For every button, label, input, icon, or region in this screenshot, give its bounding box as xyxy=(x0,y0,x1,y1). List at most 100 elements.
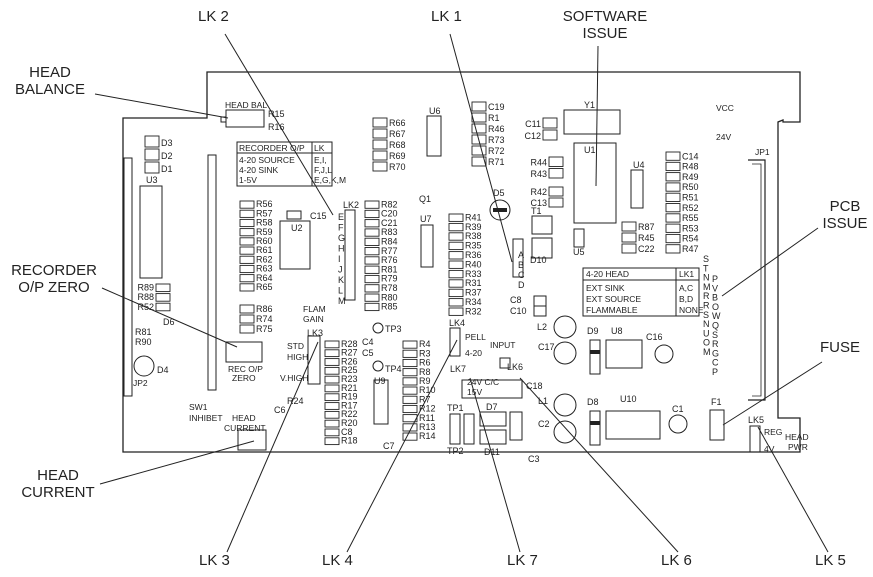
pcb-issue-letter-b-8: G xyxy=(712,348,719,358)
component-label-r4: R4 xyxy=(419,339,431,349)
u6-chip xyxy=(426,115,442,157)
component-label-r64: R64 xyxy=(256,273,273,283)
recorder-table-header-lk: LK xyxy=(314,143,325,153)
callout-head-current: HEAD CURRENT xyxy=(18,467,98,501)
u8-reg xyxy=(605,339,643,369)
label-c4: C4 xyxy=(362,337,374,347)
label-r15: R15 xyxy=(268,109,285,119)
component-r7 xyxy=(402,395,418,404)
label-gain: GAIN xyxy=(303,314,324,324)
component-label-r44: R44 xyxy=(530,158,547,168)
pcb-issue-letter-a-8: U xyxy=(703,328,710,338)
head-lk1-table: 4-20 HEAD LK1 EXT SINK A,C EXT SOURCE B,… xyxy=(582,267,704,317)
component-r32 xyxy=(448,307,464,316)
c2-cap xyxy=(553,420,577,444)
label-high: HIGH xyxy=(287,352,308,362)
label-reg: REG xyxy=(764,427,782,437)
component-r61 xyxy=(239,246,255,255)
component-r55 xyxy=(665,213,681,223)
component-r11 xyxy=(402,414,418,423)
component-r13 xyxy=(402,423,418,432)
u1-chip xyxy=(573,142,617,224)
component-label-r76: R76 xyxy=(381,255,398,265)
component-r56 xyxy=(239,200,255,209)
pcb-issue-letter-a-7: N xyxy=(703,319,710,329)
label-c8b: C8 xyxy=(510,295,522,305)
component-r43 xyxy=(548,168,564,179)
d4-led xyxy=(133,355,155,377)
component-label-r7: R7 xyxy=(419,394,431,404)
label-c1: C1 xyxy=(672,404,684,414)
component-label-d2: D2 xyxy=(161,151,173,161)
callout-recorder-zero-line2: O/P ZERO xyxy=(18,279,90,296)
component-r83 xyxy=(364,228,380,237)
component-label-r45: R45 xyxy=(638,233,655,243)
label-c3: C3 xyxy=(528,454,540,464)
head-bal-pot xyxy=(225,109,265,128)
component-label-r3: R3 xyxy=(419,348,431,358)
component-r76 xyxy=(364,256,380,265)
callout-lk2: LK 2 xyxy=(198,8,229,25)
component-r22 xyxy=(324,410,340,419)
component-label-r39: R39 xyxy=(465,222,482,232)
component-label-r1: R1 xyxy=(488,113,500,123)
component-r81 xyxy=(364,265,380,274)
component-label-c8: C8 xyxy=(341,427,353,437)
component-r52 xyxy=(665,203,681,213)
lk1-letter-0: A xyxy=(518,250,524,260)
component-r10 xyxy=(402,386,418,395)
component-c19 xyxy=(471,101,487,112)
component-c11 xyxy=(542,117,558,129)
component-label-r60: R60 xyxy=(256,236,273,246)
component-r35 xyxy=(448,241,464,251)
component-label-r63: R63 xyxy=(256,264,273,274)
component-label-c12: C12 xyxy=(524,131,541,141)
d5-led xyxy=(489,199,511,221)
label-r16: R16 xyxy=(268,122,285,132)
label-tp1: TP1 xyxy=(447,403,464,413)
label-u5: U5 xyxy=(573,247,585,257)
component-r46 xyxy=(471,123,487,134)
component-label-r88: R88 xyxy=(137,292,154,302)
label-y1: Y1 xyxy=(584,100,595,110)
component-label-c14: C14 xyxy=(682,151,699,161)
head-row-3-label: FLAMMABLE xyxy=(586,305,638,315)
label-t1: T1 xyxy=(531,206,542,216)
component-label-r85: R85 xyxy=(381,302,398,312)
label-d8: D8 xyxy=(587,397,599,407)
component-r28 xyxy=(324,340,340,349)
label-d11: D11 xyxy=(484,447,500,457)
label-q1: Q1 xyxy=(419,194,431,204)
component-label-r9: R9 xyxy=(419,376,431,386)
component-label-r35: R35 xyxy=(465,241,482,251)
pcb-issue-letter-a-2: N xyxy=(703,273,710,283)
pcb-issue-letter-b-6: S xyxy=(712,330,718,340)
pcb-issue-letter-b-5: Q xyxy=(712,321,719,331)
callout-head-balance: HEAD BALANCE xyxy=(10,64,90,98)
component-r38 xyxy=(448,232,464,241)
label-lk6: LK6 xyxy=(507,362,523,372)
component-label-r27: R27 xyxy=(341,348,358,358)
pcb-issue-letter-a-4: R xyxy=(703,291,710,301)
head-row-3-lk: NONE xyxy=(679,305,704,315)
component-r84 xyxy=(364,237,380,246)
component-c13 xyxy=(548,197,564,208)
d7-diode xyxy=(479,411,507,427)
component-r63 xyxy=(239,264,255,274)
pcb-issue-letter-a-6: S xyxy=(703,310,709,320)
component-label-r50: R50 xyxy=(682,182,699,192)
callout-software-issue: SOFTWARE ISSUE xyxy=(560,8,650,42)
component-label-r38: R38 xyxy=(465,231,482,241)
component-label-r6: R6 xyxy=(419,358,431,368)
component-label-r86: R86 xyxy=(256,304,273,314)
callout-lk1: LK 1 xyxy=(431,8,462,25)
component-r75 xyxy=(239,324,255,334)
component-r77 xyxy=(364,247,380,256)
lk4-part xyxy=(449,327,461,357)
callout-lk5: LK 5 xyxy=(815,552,846,569)
component-label-r73: R73 xyxy=(488,135,505,145)
c15-cap xyxy=(286,210,302,220)
component-label-r42: R42 xyxy=(530,187,547,197)
